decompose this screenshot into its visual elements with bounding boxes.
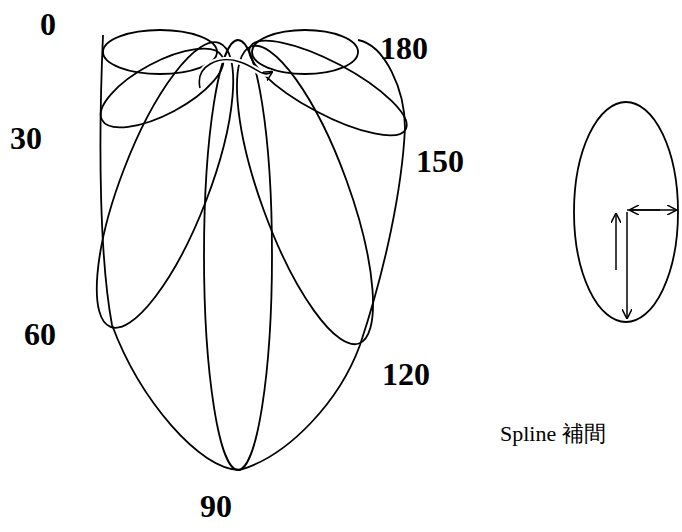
angle-label: 150 <box>416 145 464 177</box>
section-180 <box>252 30 358 74</box>
section-90 <box>204 40 272 470</box>
section-30 <box>90 33 234 143</box>
section-60 <box>69 27 260 342</box>
axis-arrow <box>615 214 617 270</box>
envelope-outline <box>100 35 405 470</box>
angle-label: 180 <box>380 32 428 64</box>
angle-label: 0 <box>40 8 56 40</box>
angle-label: 120 <box>382 358 430 390</box>
section-0 <box>103 30 217 74</box>
angle-label: 60 <box>24 318 56 350</box>
axis-arrow <box>630 209 660 211</box>
axis-arrow <box>626 212 628 318</box>
axis-arrow <box>627 209 676 211</box>
section-120 <box>210 31 401 358</box>
angle-label: 90 <box>200 490 232 522</box>
spline-ellipse <box>574 102 678 322</box>
note-label: Spline 補間 <box>500 423 606 445</box>
angle-label: 30 <box>10 122 42 154</box>
rotation-arrow <box>199 60 272 88</box>
